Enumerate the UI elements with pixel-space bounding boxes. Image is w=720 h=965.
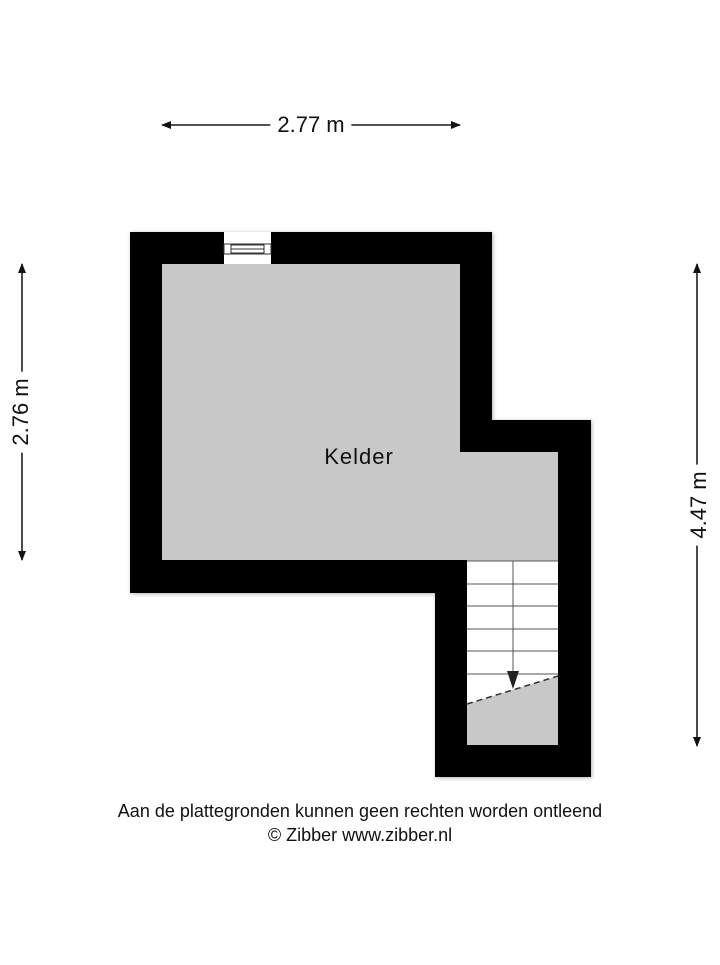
dimension-label: 2.77 m [270,112,352,138]
stair-direction-arrow-icon [507,671,519,689]
room-label-kelder: Kelder [324,444,394,469]
stair-cut-line [466,675,559,705]
copyright-text: © Zibber www.zibber.nl [267,825,453,845]
dimension-height-right: 4.47 m [686,262,712,748]
dimension-width-top: 2.77 m [160,112,462,138]
window-icon [223,232,272,264]
room-floor-kelder [162,264,558,560]
disclaimer-text: Aan de plattegronden kunnen geen rechten… [117,801,603,821]
dimension-label: 2.76 m [8,371,34,453]
dimension-height-left: 2.76 m [8,262,34,562]
dimension-label: 4.47 m [686,464,712,546]
